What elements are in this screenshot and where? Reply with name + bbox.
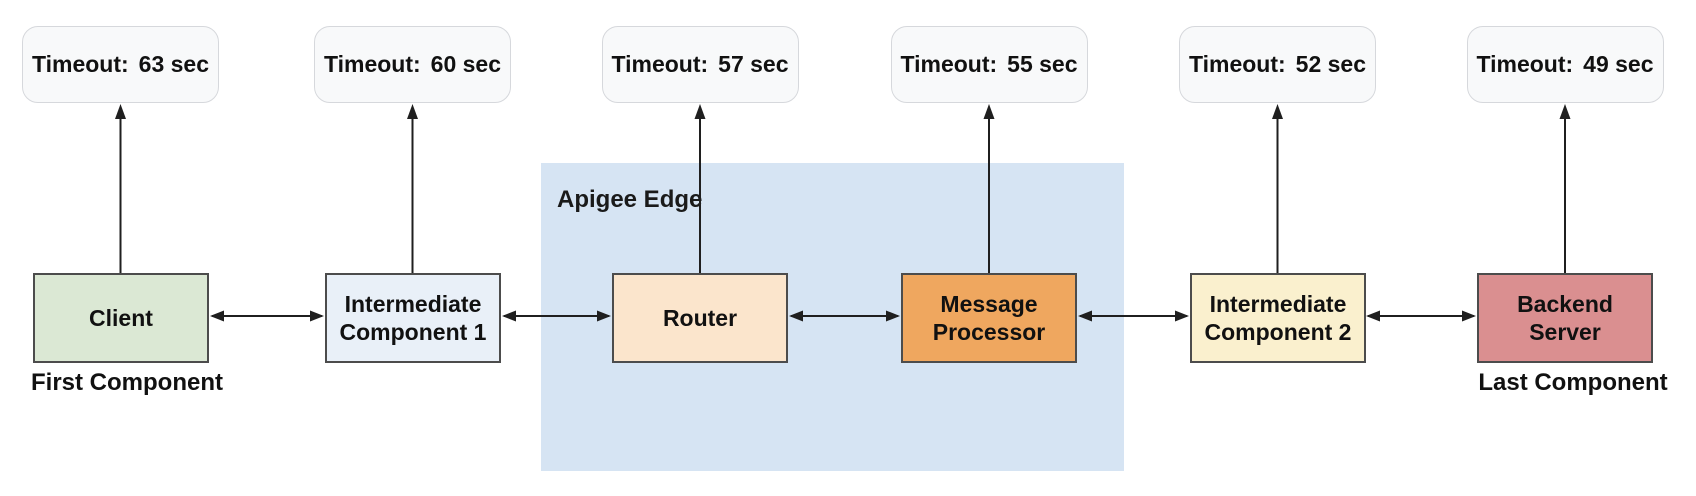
- connector-intermediate-2-backend: [1366, 310, 1476, 322]
- timeout-label: Timeout:: [611, 51, 709, 77]
- component-box-message-processor: Message Processor: [901, 273, 1077, 363]
- component-label: Client: [89, 304, 153, 331]
- caption-first-component: First Component: [31, 369, 223, 396]
- component-label: Intermediate Component 2: [1204, 290, 1352, 345]
- timeout-label: Timeout:: [1476, 51, 1574, 77]
- component-box-intermediate-component-1: Intermediate Component 1: [325, 273, 501, 363]
- apigee-edge-label: Apigee Edge: [557, 186, 703, 213]
- timeout-value: 52 sec: [1295, 51, 1367, 77]
- timeout-label: Timeout:: [31, 51, 129, 77]
- timeout-callout-intermediate-component-1: Timeout: 60 sec: [314, 26, 511, 103]
- timeout-value: 60 sec: [430, 51, 502, 77]
- component-box-intermediate-component-2: Intermediate Component 2: [1190, 273, 1366, 363]
- timeout-callout-message-processor: Timeout: 55 sec: [890, 26, 1088, 103]
- timeout-callout-client: Timeout: 63 sec: [22, 26, 219, 103]
- component-label: Message Processor: [932, 290, 1046, 345]
- component-box-backend-server: Backend Server: [1477, 273, 1653, 363]
- timeout-arrow-intermediate-component-2: [1272, 104, 1283, 273]
- component-label: Router: [662, 304, 738, 331]
- timeout-arrow-intermediate-component-1: [407, 104, 418, 273]
- component-box-client: Client: [33, 273, 209, 363]
- timeout-value: 63 sec: [138, 51, 210, 77]
- timeout-arrow-backend-server: [1559, 104, 1571, 273]
- connector-client-intermediate-1: [210, 310, 324, 322]
- timeout-label: Timeout:: [900, 51, 998, 77]
- timeout-callout-intermediate-component-2: Timeout: 52 sec: [1179, 26, 1376, 103]
- timeout-label: Timeout:: [1188, 51, 1286, 77]
- timeout-value: 57 sec: [718, 51, 789, 77]
- timeout-value: 49 sec: [1583, 51, 1654, 77]
- timeout-value: 55 sec: [1007, 51, 1078, 77]
- component-label: Backend Server: [1517, 290, 1613, 345]
- timeout-arrow-client: [115, 104, 126, 273]
- component-label: Intermediate Component 1: [339, 290, 487, 345]
- timeout-callout-router: Timeout: 57 sec: [601, 26, 799, 103]
- timeout-callout-backend-server: Timeout: 49 sec: [1466, 26, 1664, 103]
- component-box-router: Router: [612, 273, 788, 363]
- timeout-label: Timeout:: [323, 51, 421, 77]
- caption-last-component: Last Component: [1478, 369, 1668, 396]
